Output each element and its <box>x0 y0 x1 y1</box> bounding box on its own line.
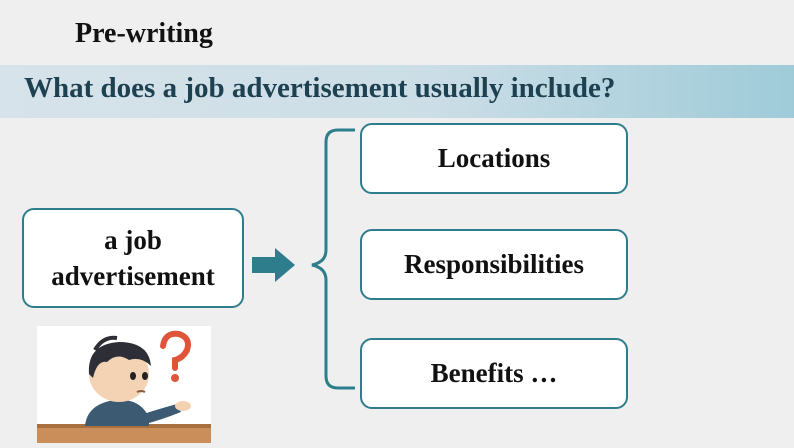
item-label: Locations <box>437 143 551 173</box>
curly-brace <box>311 128 355 390</box>
item-box-locations: Locations <box>360 123 628 194</box>
slide-label: Pre-writing <box>75 18 213 49</box>
item-label: Responsibilities <box>403 249 585 279</box>
item-box-responsibilities: Responsibilities <box>360 229 628 300</box>
item-box-benefits: Benefits … <box>360 338 628 409</box>
topic-box: a job advertisement <box>22 208 244 308</box>
arrow-right-icon <box>252 248 295 282</box>
question-heading: What does a job advertisement usually in… <box>24 72 616 104</box>
item-label: Benefits … <box>430 358 558 388</box>
thinking-boy-question-mark-icon <box>37 326 211 443</box>
topic-line-2: advertisement <box>51 261 215 291</box>
topic-line-1: a job <box>104 225 162 255</box>
question-banner <box>0 65 794 118</box>
